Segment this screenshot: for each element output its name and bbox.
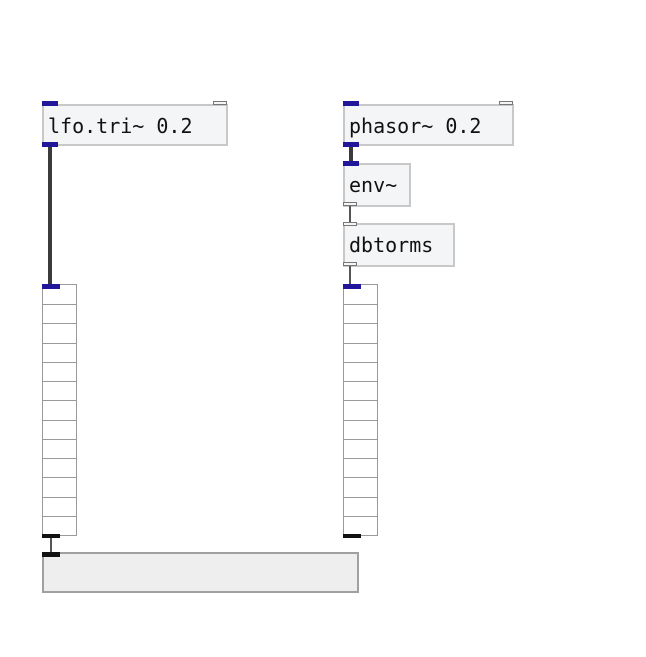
vu-meter-right[interactable] bbox=[343, 284, 378, 536]
vu-meter-segment bbox=[344, 343, 377, 344]
phasor-outlet[interactable] bbox=[343, 142, 359, 147]
cord-dbtorms-to-meter[interactable] bbox=[349, 266, 351, 284]
vu-meter-segment bbox=[344, 439, 377, 440]
vu-meter-segment bbox=[344, 362, 377, 363]
vu-meter-segment bbox=[43, 343, 76, 344]
vu-meter-left-outlet[interactable] bbox=[42, 534, 60, 538]
dbtorms-outlet[interactable] bbox=[343, 262, 357, 266]
cord-lfo-to-meter[interactable] bbox=[48, 147, 52, 285]
lfo-tri-label: lfo.tri~ 0.2 bbox=[48, 114, 193, 138]
cord-env-to-dbtorms[interactable] bbox=[349, 206, 351, 222]
phasor-object[interactable]: phasor~ 0.2 bbox=[343, 104, 514, 146]
vu-meter-left-inlet[interactable] bbox=[42, 284, 60, 289]
vu-meter-segment bbox=[344, 420, 377, 421]
dbtorms-label: dbtorms bbox=[349, 233, 434, 257]
vu-meter-segment bbox=[43, 458, 76, 459]
env-inlet[interactable] bbox=[343, 161, 359, 166]
lfo-tri-inlet-right[interactable] bbox=[213, 101, 227, 105]
dbtorms-inlet[interactable] bbox=[343, 222, 357, 226]
vu-meter-segment bbox=[43, 323, 76, 324]
vu-meter-segment bbox=[43, 400, 76, 401]
vu-meter-segment bbox=[344, 516, 377, 517]
cord-meter-to-gain[interactable] bbox=[50, 538, 52, 552]
vu-meter-left[interactable] bbox=[42, 284, 77, 536]
vu-meter-segment bbox=[43, 381, 76, 382]
vu-meter-segment bbox=[344, 381, 377, 382]
env-label: env~ bbox=[349, 173, 398, 197]
vu-meter-right-inlet[interactable] bbox=[343, 284, 361, 289]
dbtorms-object[interactable]: dbtorms bbox=[343, 223, 455, 267]
env-object[interactable]: env~ bbox=[343, 163, 411, 207]
vu-meter-segment bbox=[344, 304, 377, 305]
env-outlet[interactable] bbox=[343, 202, 357, 206]
vu-meter-segment bbox=[43, 516, 76, 517]
horizontal-slider[interactable] bbox=[42, 552, 359, 593]
horizontal-slider-inlet[interactable] bbox=[42, 552, 60, 557]
phasor-inlet-right[interactable] bbox=[499, 101, 513, 105]
phasor-label: phasor~ 0.2 bbox=[349, 114, 482, 138]
vu-meter-right-outlet[interactable] bbox=[343, 534, 361, 538]
lfo-tri-object[interactable]: lfo.tri~ 0.2 bbox=[42, 104, 228, 146]
vu-meter-segment bbox=[43, 304, 76, 305]
cord-phasor-to-env[interactable] bbox=[349, 147, 353, 161]
vu-meter-segment bbox=[43, 420, 76, 421]
vu-meter-segment bbox=[344, 400, 377, 401]
lfo-tri-outlet[interactable] bbox=[42, 142, 58, 147]
vu-meter-segment bbox=[43, 477, 76, 478]
phasor-inlet-left[interactable] bbox=[343, 101, 359, 106]
lfo-tri-inlet-left[interactable] bbox=[42, 101, 58, 106]
vu-meter-segment bbox=[43, 362, 76, 363]
vu-meter-segment bbox=[344, 458, 377, 459]
vu-meter-segment bbox=[43, 497, 76, 498]
vu-meter-segment bbox=[344, 497, 377, 498]
vu-meter-segment bbox=[344, 477, 377, 478]
vu-meter-segment bbox=[344, 323, 377, 324]
vu-meter-segment bbox=[43, 439, 76, 440]
